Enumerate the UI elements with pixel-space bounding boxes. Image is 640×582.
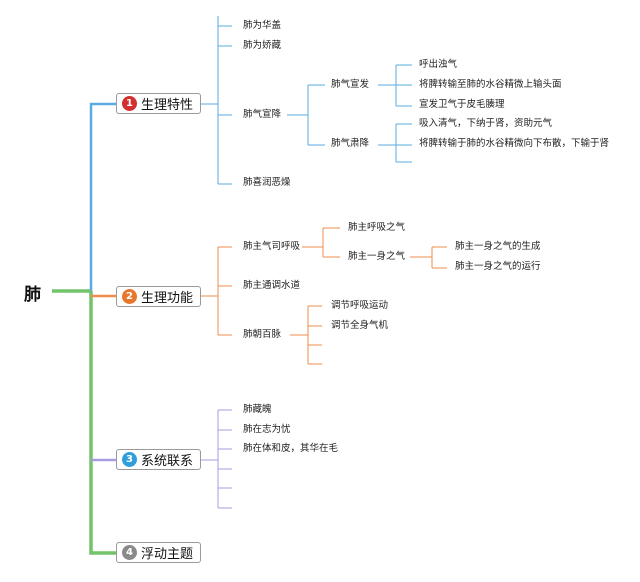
node-regulate-breathing[interactable]: 调节呼吸运动 (331, 300, 389, 311)
number-badge: 3 (122, 452, 137, 467)
node-lung-skin-hair[interactable]: 肺在体和皮，其华在毛 (243, 443, 339, 454)
topic-physiological-characteristics[interactable]: 1 生理特性 (116, 93, 202, 114)
node-regulate-water-passages[interactable]: 肺主通调水道 (243, 280, 301, 291)
topic-label: 生理功能 (141, 291, 194, 306)
node-lung-likes-moisture[interactable]: 肺喜润恶燥 (243, 177, 291, 188)
topic-label: 生理特性 (141, 98, 194, 113)
topic-system-connections[interactable]: 3 系统联系 (116, 449, 202, 470)
node-lung-qi-dispersing[interactable]: 肺气宣发 (331, 79, 370, 90)
node-lung-canopy[interactable]: 肺为华盖 (243, 20, 282, 31)
node-lung-governs-qi-respiration[interactable]: 肺主气司呼吸 (243, 241, 301, 252)
number-badge: 2 (122, 289, 137, 304)
node-lung-faces-vessels[interactable]: 肺朝百脉 (243, 329, 282, 340)
node-qi-movement[interactable]: 肺主一身之气的运行 (455, 261, 541, 272)
node-regulate-qi-mechanism[interactable]: 调节全身气机 (331, 320, 389, 331)
node-qi-generation[interactable]: 肺主一身之气的生成 (455, 241, 541, 252)
node-whole-body-qi[interactable]: 肺主一身之气 (348, 251, 406, 262)
node-lung-qi-dispersing-descending[interactable]: 肺气宣降 (243, 109, 282, 120)
topic-label: 系统联系 (141, 454, 194, 469)
node-disperse-defensive-qi[interactable]: 宣发卫气于皮毛腠理 (419, 99, 505, 110)
number-badge: 1 (122, 96, 137, 111)
topic-floating[interactable]: 4 浮动主题 (116, 542, 202, 563)
node-lung-qi-descending[interactable]: 肺气肃降 (331, 138, 370, 149)
node-exhale-turbid-qi[interactable]: 呼出浊气 (419, 59, 458, 70)
root-topic[interactable]: 肺 (24, 285, 41, 305)
node-lung-delicate[interactable]: 肺为娇藏 (243, 40, 282, 51)
node-respiratory-qi[interactable]: 肺主呼吸之气 (348, 222, 406, 233)
topic-physiological-functions[interactable]: 2 生理功能 (116, 286, 202, 307)
node-transport-essence-down[interactable]: 将脾转输于肺的水谷精微向下布散，下输于肾 (419, 138, 610, 149)
node-lung-emotion-grief[interactable]: 肺在志为忧 (243, 424, 291, 435)
trunk-to-topic-1 (89, 102, 116, 291)
topic-label: 浮动主题 (141, 547, 194, 562)
number-badge: 4 (122, 545, 137, 560)
trunk-to-topic-4 (89, 291, 116, 555)
node-transport-essence-up[interactable]: 将脾转输至肺的水谷精微上输头面 (419, 79, 562, 90)
node-inhale-clear-qi[interactable]: 吸入清气，下纳于肾，资助元气 (419, 118, 553, 129)
node-lung-stores-po[interactable]: 肺藏魄 (243, 404, 272, 415)
